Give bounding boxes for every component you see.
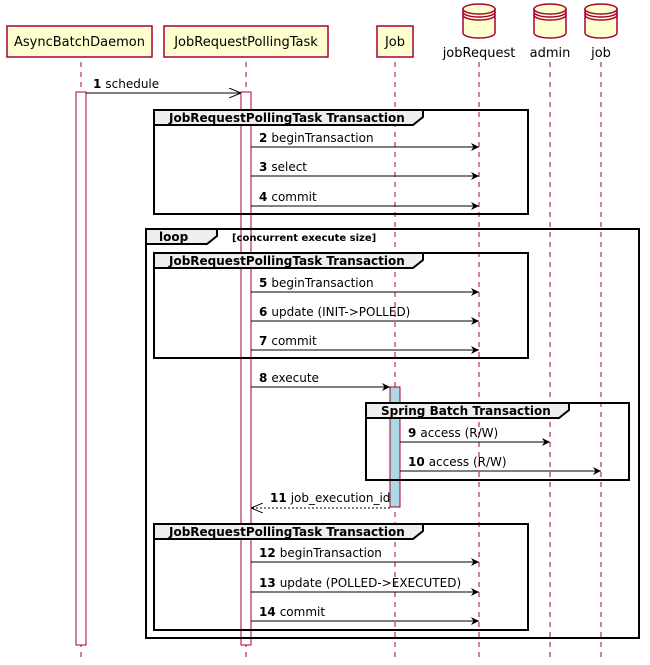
message-12: 12 beginTransaction [251,546,479,566]
message-4-label: commit [271,190,317,204]
frame-loop: loop [concurrent execute size] [145,228,640,639]
frame-tx3-title: JobRequestPollingTask Transaction [168,525,405,539]
frame-tx1: JobRequestPollingTask Transaction [153,109,529,215]
participant-daemon-label: AsyncBatchDaemon [14,35,145,50]
message-5-number: 5 [259,276,267,290]
message-2-label: beginTransaction [271,131,373,145]
message-7: 7 commit [251,334,479,354]
participant-daemon: AsyncBatchDaemon [6,25,153,58]
message-6-label: update (INIT->POLLED) [271,305,410,319]
message-4: 4 commit [251,190,479,210]
message-1-label: schedule [105,77,159,91]
message-2: 2 beginTransaction [251,131,479,151]
message-8: 8 execute [251,371,390,391]
message-11-label: job_execution_id [290,491,391,505]
participant-job: Job [376,25,414,58]
database-job-icon [584,3,618,39]
frame-spring-title: Spring Batch Transaction [381,404,551,418]
database-admin-icon [533,3,567,39]
message-10-label: access (R/W) [429,455,507,469]
message-5-label: beginTransaction [271,276,373,290]
message-14-label: commit [280,605,326,619]
message-7-label: commit [271,334,317,348]
message-3-number: 3 [259,160,267,174]
database-job-label: job [590,46,611,61]
message-9-label: access (R/W) [420,426,498,440]
message-3: 3 select [251,160,479,180]
frame-loop-title: loop [159,230,189,244]
message-12-label: beginTransaction [280,546,382,560]
message-14-number: 14 [259,605,276,619]
message-4-number: 4 [259,190,267,204]
message-10: 10 access (R/W) [400,455,601,475]
message-14: 14 commit [251,605,479,625]
message-1-number: 1 [93,77,101,91]
message-5: 5 beginTransaction [251,276,479,296]
message-13-number: 13 [259,576,276,590]
participant-job-label: Job [384,35,405,50]
message-13: 13 update (POLLED->EXECUTED) [251,576,479,596]
frame-spring: Spring Batch Transaction [365,402,630,481]
database-jobrequest-label: jobRequest [442,46,516,61]
frame-loop-condition: [concurrent execute size] [232,233,376,244]
frame-tx2-title: JobRequestPollingTask Transaction [168,254,405,268]
message-3-label: select [271,160,307,174]
message-9-number: 9 [408,426,416,440]
message-12-number: 12 [259,546,276,560]
message-1: 1 schedule [86,77,241,93]
activation-daemon [75,91,87,646]
frame-tx3: JobRequestPollingTask Transaction [153,523,529,631]
message-13-label: update (POLLED->EXECUTED) [280,576,461,590]
frame-tx1-title: JobRequestPollingTask Transaction [168,111,405,125]
message-2-number: 2 [259,131,267,145]
message-7-number: 7 [259,334,267,348]
message-10-number: 10 [408,455,425,469]
message-8-number: 8 [259,371,267,385]
message-11-number: 11 [270,491,287,505]
database-jobrequest-icon [462,3,496,39]
activation-job [389,386,401,508]
participant-polling-label: JobRequestPollingTask [173,35,318,50]
message-6-number: 6 [259,305,267,319]
message-9: 9 access (R/W) [400,426,550,446]
message-8-label: execute [271,371,319,385]
participant-polling: JobRequestPollingTask [163,25,329,58]
message-6: 6 update (INIT->POLLED) [251,305,479,325]
activation-polling [240,91,252,646]
frame-tx2: JobRequestPollingTask Transaction [153,252,529,359]
database-admin-label: admin [530,46,571,61]
